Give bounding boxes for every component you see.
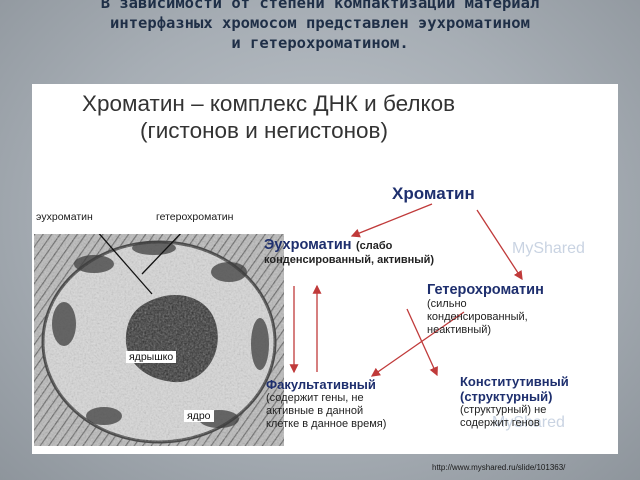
node-euchromatin: Эухроматин (слабо конденсированный, акти… (264, 236, 434, 267)
watermark: MyShared (492, 414, 565, 431)
nucleolus-image-label: ядрышко (126, 351, 177, 363)
node-constitutive-head-2: (структурный) (460, 389, 553, 404)
node-facultative-head: Факультативный (266, 377, 376, 392)
figure-heading: Хроматин – комплекс ДНК и белков (гистон… (82, 90, 602, 144)
slide-title-line-2: интерфазных хромосом представлен эухрома… (110, 14, 530, 32)
node-euchromatin-desc-1: (слабо (355, 240, 393, 252)
slide-title: В зависимости от степени компактизации м… (0, 0, 640, 53)
node-euchromatin-head: Эухроматин (264, 237, 352, 253)
watermark-2: MyShared (512, 240, 585, 257)
node-facultative-desc-2: активные в данной (266, 405, 364, 417)
node-facultative-desc-1: (содержит гены, не (266, 392, 364, 404)
node-heterochromatin-desc-1: (сильно (427, 298, 467, 310)
node-heterochromatin-head: Гетерохроматин (427, 282, 544, 298)
arrow-chromatin-heterochromatin (476, 209, 523, 281)
nucleus-micrograph (34, 234, 284, 446)
node-constitutive-head-1: Конститутивный (460, 374, 569, 389)
hierarchy-arrows (289, 203, 523, 377)
nucleus-image-label: ядро (184, 410, 214, 422)
slide-title-line-1: В зависимости от степени компактизации м… (100, 0, 540, 12)
node-constitutive-desc-2: содержит генов (460, 417, 540, 429)
heterochromatin-image-label: гетерохроматин (156, 211, 234, 223)
node-constitutive: Конститутивный (структурный) (структурны… (460, 374, 569, 430)
euchromatin-image-label: эухроматин (36, 211, 93, 223)
node-heterochromatin-desc-2: конденсированный, (427, 311, 528, 323)
figure-heading-line-2: (гистонов и негистонов) (140, 118, 388, 143)
node-heterochromatin: Гетерохроматин (сильно конденсированный,… (427, 282, 544, 337)
arrow-chromatin-euchromatin (350, 203, 433, 238)
node-facultative-desc-3: клетке в данное время) (266, 418, 387, 430)
node-facultative: Факультативный (содержит гены, не активн… (266, 377, 386, 431)
figure-panel: Хроматин – комплекс ДНК и белков (гистон… (32, 84, 618, 454)
figure-heading-line-1: Хроматин – комплекс ДНК и белков (82, 91, 456, 116)
node-constitutive-desc-1: (структурный) не (460, 404, 547, 416)
node-chromatin: Хроматин (392, 184, 475, 203)
source-url: http://www.myshared.ru/slide/101363/ (432, 463, 566, 472)
node-euchromatin-desc-2: конденсированный, активный) (264, 254, 435, 266)
slide-title-line-3: и гетерохроматином. (231, 34, 409, 52)
node-heterochromatin-desc-3: неактивный) (427, 324, 492, 336)
arrow-hetero-facultative (370, 311, 465, 377)
